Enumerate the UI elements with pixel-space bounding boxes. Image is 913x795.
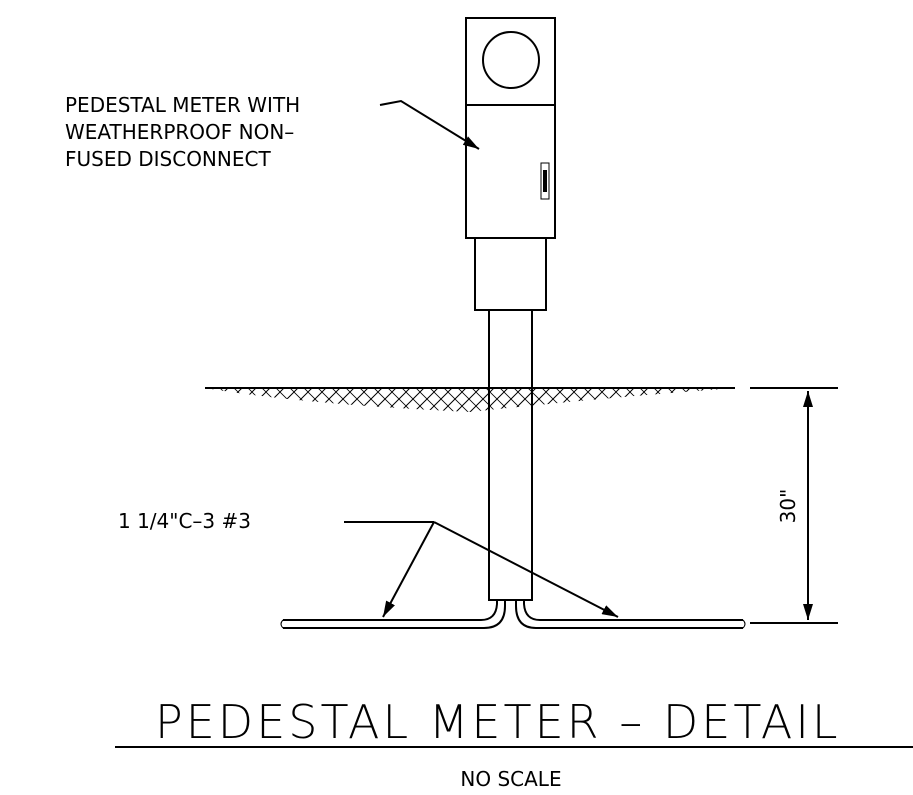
grade-hatch xyxy=(205,387,735,412)
meter-dial xyxy=(482,31,540,89)
meter-enclosure xyxy=(465,17,556,239)
meter-callout-line-2: WEATHERPROOF NON– xyxy=(65,120,294,144)
meter-callout-line-3: FUSED DISCONNECT xyxy=(65,147,271,171)
meter-callout: PEDESTAL METER WITH WEATHERPROOF NON– FU… xyxy=(65,93,480,171)
meter-base xyxy=(474,237,547,311)
conduit-runs xyxy=(280,600,746,629)
conduit-callout-label: 1 1/4"C–3 #3 xyxy=(118,509,251,533)
disconnect-handle xyxy=(540,162,550,200)
conduit-callout: 1 1/4"C–3 #3 xyxy=(118,509,619,618)
scale-note: NO SCALE xyxy=(460,767,561,791)
depth-dimension: 30" xyxy=(750,387,838,624)
conduit-riser xyxy=(488,309,533,601)
title-block: PEDESTAL METER – DETAIL NO SCALE xyxy=(115,695,913,791)
dimension-label: 30" xyxy=(776,489,800,524)
meter-callout-line-1: PEDESTAL METER WITH xyxy=(65,93,300,117)
drawing-title: PEDESTAL METER – DETAIL xyxy=(155,695,841,749)
